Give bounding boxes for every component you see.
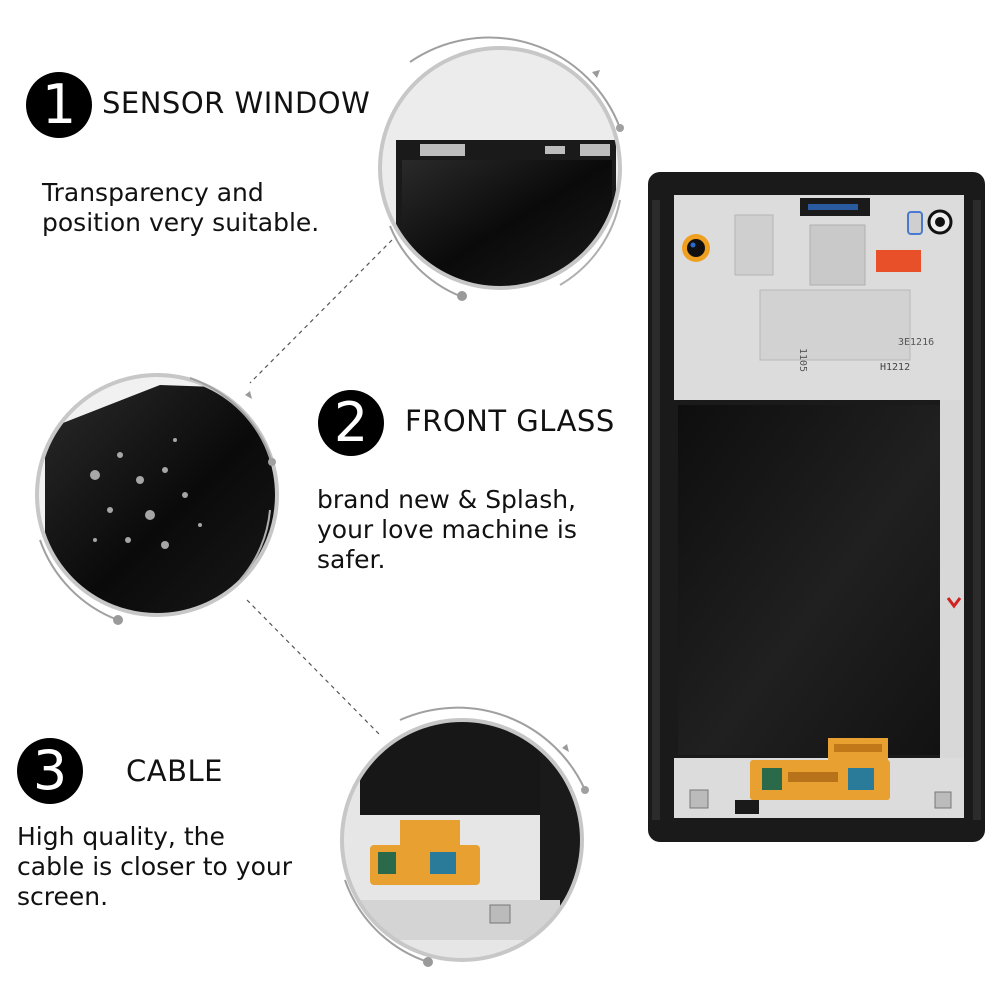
- feature-1-title: SENSOR WINDOW: [102, 86, 371, 120]
- feature-3-description: High quality, the cable is closer to you…: [17, 822, 292, 911]
- stamp-2: 3E1216: [898, 337, 934, 348]
- step-1-badge: 1: [26, 72, 92, 138]
- dashed-connectors: [246, 239, 393, 736]
- phone-lcd-assembly: 1105 3E1216 H1212: [648, 172, 985, 842]
- stamp-1: 1105: [797, 348, 808, 372]
- zoom-circle-front-glass: [35, 373, 279, 625]
- stamp-3: H1212: [880, 362, 910, 373]
- connector-2-3: [246, 599, 381, 736]
- water-droplets: [90, 438, 202, 549]
- orange-sticker: [876, 250, 921, 272]
- zoom-circle-sensor-window: [378, 36, 624, 301]
- feature-2-description: brand new & Splash, your love machine is…: [317, 485, 577, 574]
- feature-3-title: CABLE: [126, 754, 223, 788]
- step-2-badge: 2: [318, 390, 384, 456]
- feature-1-description: Transparency and position very suitable.: [42, 178, 320, 237]
- lcd-screen: [678, 405, 940, 755]
- zoom-circle-cable: [340, 706, 589, 967]
- connector-1-2: [249, 239, 393, 384]
- step-3-badge: 3: [17, 738, 83, 804]
- feature-2-title: FRONT GLASS: [405, 404, 615, 438]
